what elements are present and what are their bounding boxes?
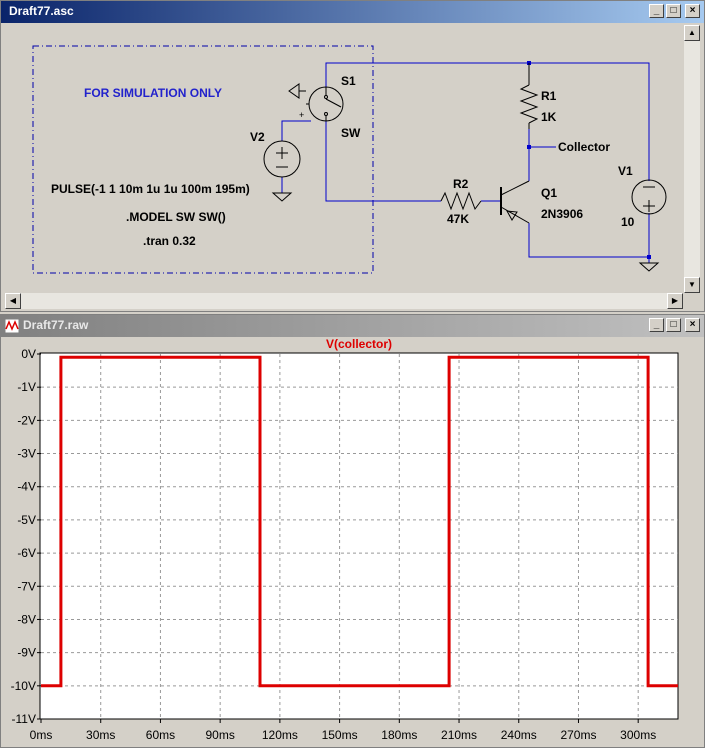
- s1-model: SW: [341, 126, 361, 140]
- y-tick-label: -11V: [12, 712, 36, 726]
- x-tick-label: 90ms: [205, 728, 234, 742]
- y-tick-label: -5V: [17, 513, 36, 527]
- plot-area: [39, 352, 679, 720]
- comment-box: [32, 45, 374, 274]
- x-tick-label: 240ms: [501, 728, 537, 742]
- collector-net-label: Collector: [558, 140, 610, 154]
- transistor-q1[interactable]: [500, 180, 530, 224]
- y-tick-label: -8V: [17, 612, 36, 626]
- series-line-v-collector: [41, 355, 678, 688]
- y-tick-label: -2V: [17, 413, 36, 427]
- plot-window-title: Draft77.raw: [23, 318, 89, 332]
- v1-value: 10: [621, 215, 635, 229]
- schematic-canvas[interactable]: FOR SIMULATION ONLY PULSE(-1 1 10m 1u 1u…: [5, 25, 683, 293]
- wires: [281, 62, 650, 263]
- maximize-button[interactable]: □: [666, 4, 681, 18]
- resistor-r2[interactable]: [440, 191, 482, 211]
- x-tick-label: 60ms: [146, 728, 175, 742]
- maximize-button[interactable]: □: [666, 318, 681, 332]
- y-tick-label: 0V: [21, 347, 36, 361]
- minimize-button[interactable]: _: [649, 318, 664, 332]
- schematic-titlebar[interactable]: Draft77.asc _ □ ×: [1, 1, 704, 23]
- x-tick-label: 300ms: [620, 728, 656, 742]
- v1-label: V1: [618, 164, 633, 178]
- y-tick-label: -3V: [17, 447, 36, 461]
- r2-label: R2: [453, 177, 469, 191]
- y-tick-label: -6V: [17, 546, 36, 560]
- resistor-r1[interactable]: [519, 63, 539, 129]
- r2-value: 47K: [447, 212, 469, 226]
- junction-dot: [647, 255, 651, 259]
- y-tick-label: -9V: [17, 646, 36, 660]
- y-tick-label: -10V: [11, 679, 36, 693]
- y-axis-ticks: 0V -1V -2V -3V -4V -5V -6V -7V -8V -9V -10V -11V: [11, 347, 41, 726]
- x-tick-label: 150ms: [322, 728, 358, 742]
- close-button[interactable]: ×: [685, 318, 700, 332]
- minimize-button[interactable]: _: [649, 4, 664, 18]
- schematic-vertical-scrollbar[interactable]: ▲ ▼: [684, 25, 700, 293]
- x-tick-label: 180ms: [381, 728, 417, 742]
- v2-label: V2: [250, 130, 265, 144]
- x-tick-label: 30ms: [86, 728, 115, 742]
- plot-titlebar[interactable]: Draft77.raw _ □ ×: [1, 315, 704, 337]
- r1-value: 1K: [541, 110, 557, 124]
- x-tick-label: 270ms: [560, 728, 596, 742]
- scroll-right-button[interactable]: ▶: [667, 293, 683, 309]
- s1-label: S1: [341, 74, 356, 88]
- source-v1[interactable]: [631, 179, 667, 272]
- scroll-left-button[interactable]: ◀: [5, 293, 21, 309]
- simulation-note: FOR SIMULATION ONLY: [84, 86, 222, 100]
- q1-model: 2N3906: [541, 207, 583, 221]
- scroll-down-button[interactable]: ▼: [684, 277, 700, 293]
- chart-title: V(collector): [326, 337, 392, 351]
- x-axis-ticks: 0ms 30ms 60ms 90ms 120ms 150ms 180ms 210ms 240ms…: [30, 719, 656, 742]
- close-button[interactable]: ×: [685, 4, 700, 18]
- scroll-up-button[interactable]: ▲: [684, 25, 700, 41]
- x-tick-label: 120ms: [262, 728, 298, 742]
- model-directive: .MODEL SW SW(): [126, 210, 226, 224]
- junction-dot: [527, 145, 531, 149]
- waveform-icon: [5, 319, 19, 333]
- x-tick-label: 210ms: [441, 728, 477, 742]
- schematic-window-controls: _ □ ×: [649, 4, 700, 18]
- series-layer: [41, 355, 678, 688]
- y-tick-label: -7V: [17, 579, 36, 593]
- y-tick-label: -4V: [17, 480, 36, 494]
- y-tick-label: -1V: [17, 380, 36, 394]
- waveform-chart[interactable]: V(collector) 0V -1V -2V -3V -4V -5V -6V -7V -8V -…: [1, 337, 701, 747]
- x-tick-label: 0ms: [30, 728, 53, 742]
- schematic-horizontal-scrollbar[interactable]: ◀ ▶: [5, 293, 683, 309]
- plot-window: Draft77.raw _ □ × V(collector) 0V -1V -2V -…: [0, 314, 705, 748]
- source-v2[interactable]: [263, 140, 301, 202]
- plot-window-controls: _ □ ×: [649, 318, 700, 332]
- schematic-window: Draft77.asc _ □ × FOR SIMULATION ONLY PU…: [0, 0, 705, 312]
- tran-directive: .tran 0.32: [143, 234, 196, 248]
- r1-label: R1: [541, 89, 557, 103]
- q1-label: Q1: [541, 186, 557, 200]
- switch-s1[interactable]: [288, 83, 344, 122]
- v2-value-text: PULSE(-1 1 10m 1u 1u 100m 195m): [51, 182, 250, 196]
- schematic-window-title: Draft77.asc: [9, 4, 74, 18]
- plus-sign: +: [299, 110, 304, 120]
